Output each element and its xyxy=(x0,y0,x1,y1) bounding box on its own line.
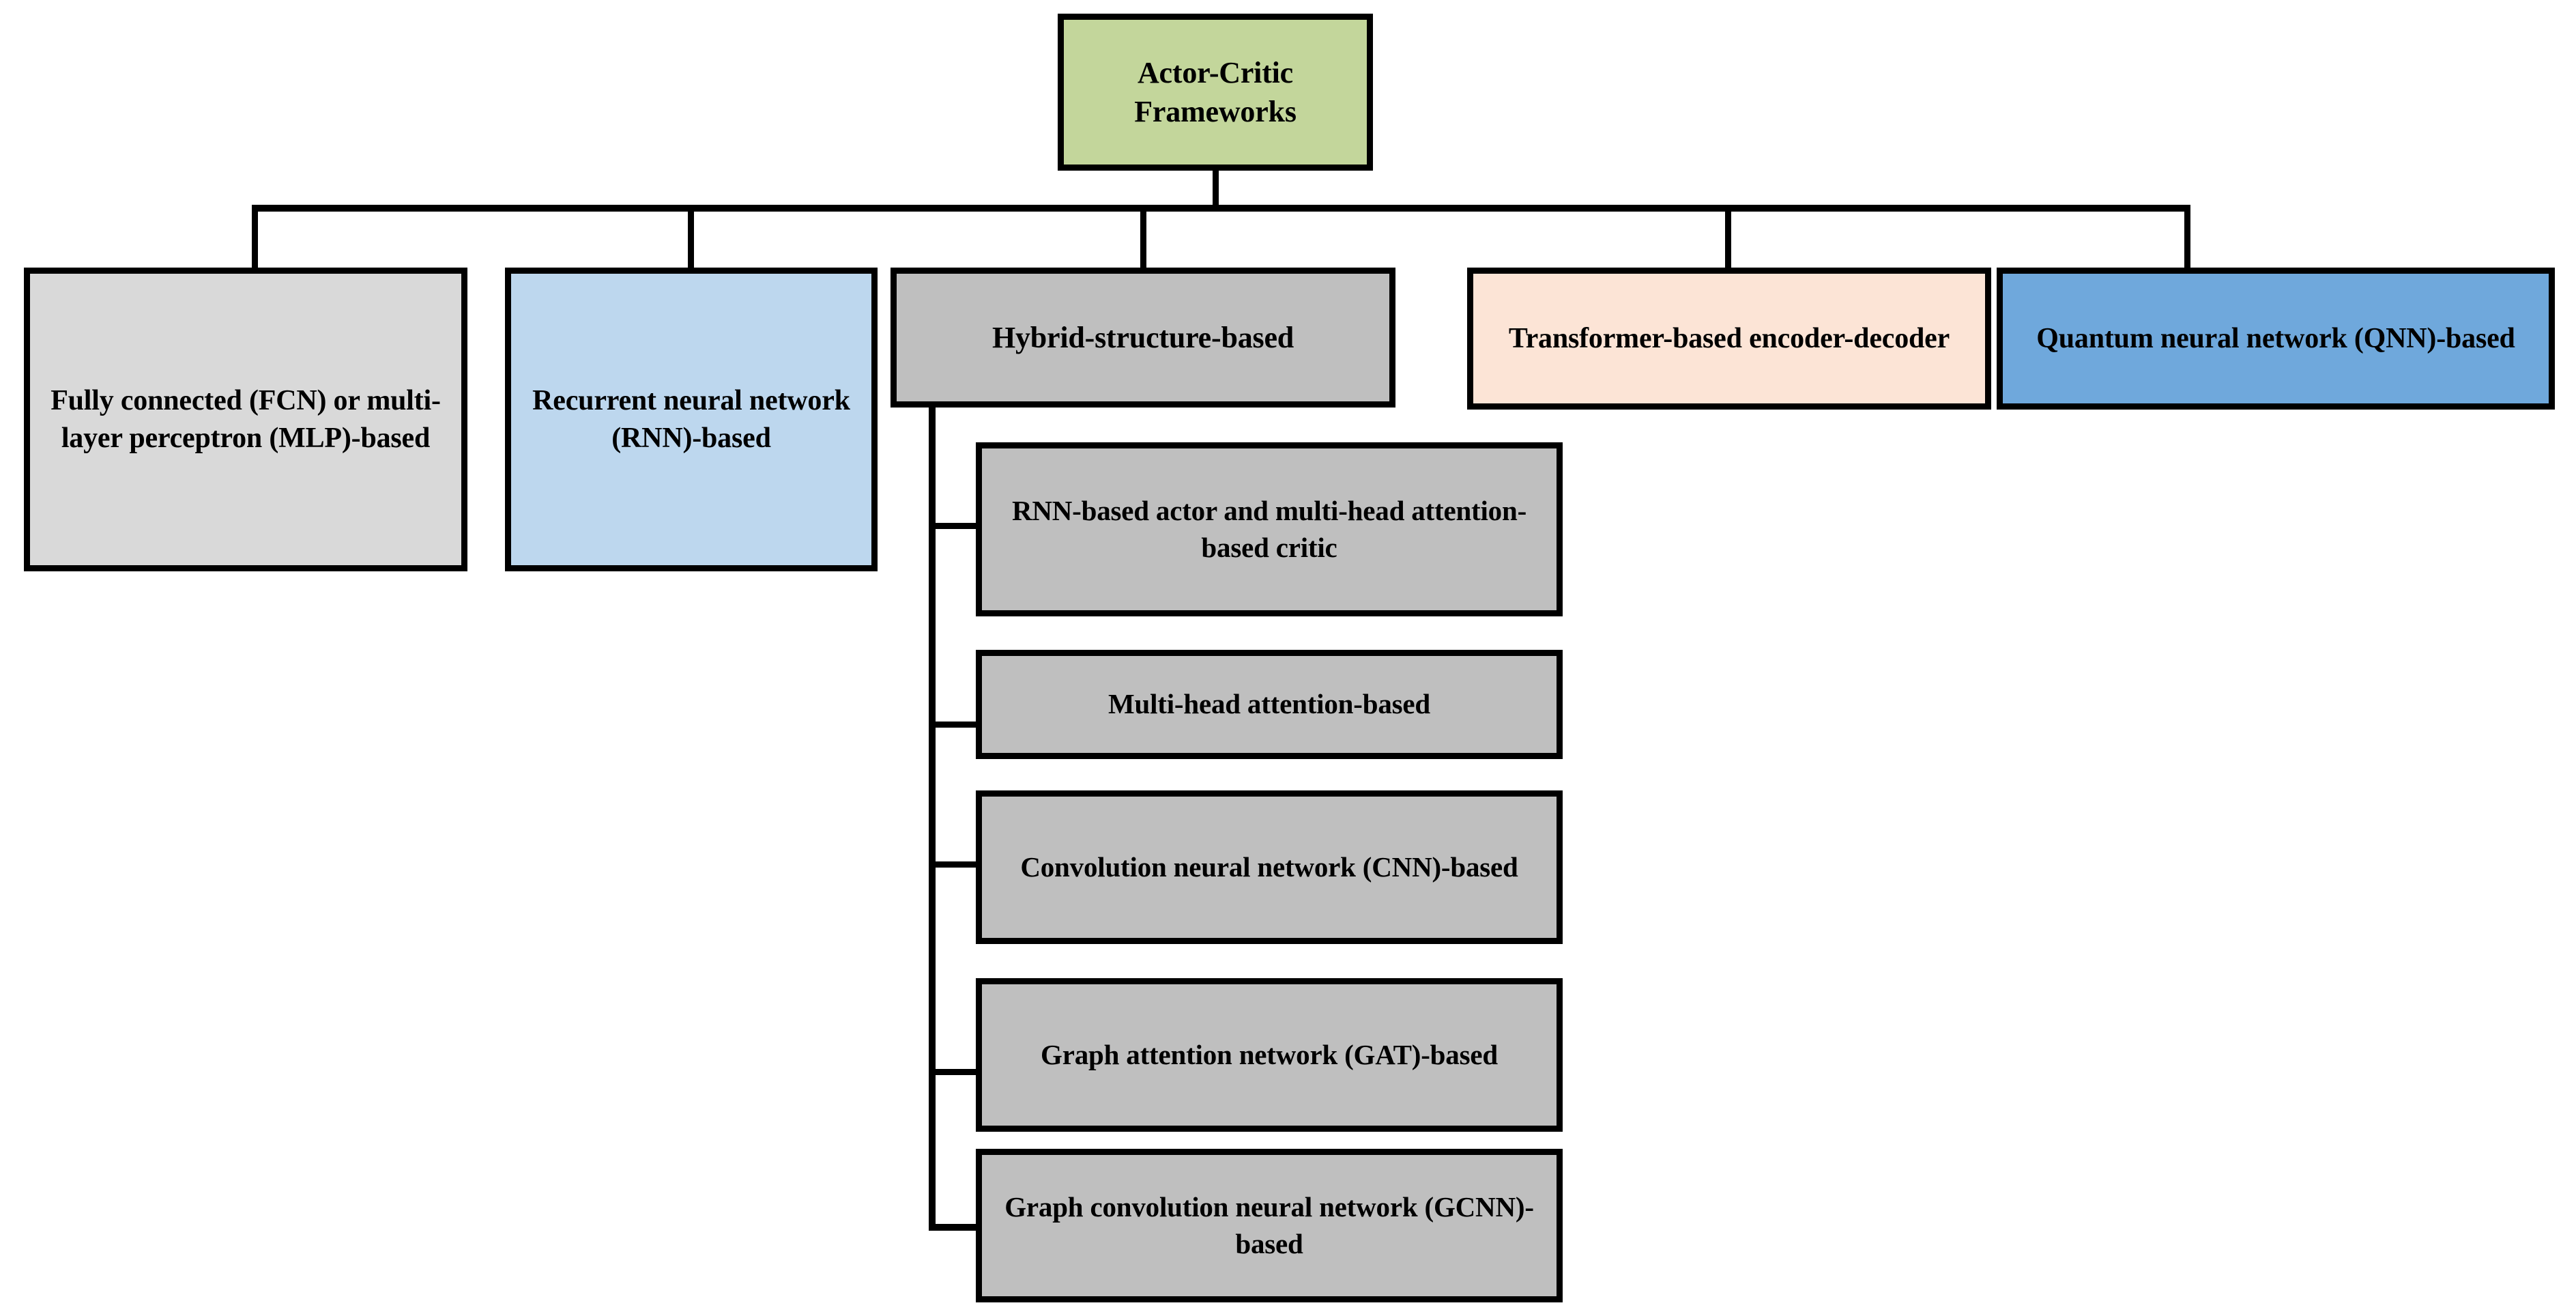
node-recurrent-neural-network-rnn-based[interactable]: Recurrent neural network (RNN)-based xyxy=(505,268,878,571)
connector-root-stem xyxy=(1213,171,1219,210)
node-actor-critic-frameworks[interactable]: Actor-Critic Frameworks xyxy=(1058,14,1373,171)
connector-hybrid-spine xyxy=(929,403,936,1230)
connector-drop-rnn xyxy=(688,205,694,270)
node-label-fcn: Fully connected (FCN) or multi-layer per… xyxy=(50,384,441,454)
node-label-qnn: Quantum neural network (QNN)-based xyxy=(2036,322,2515,354)
node-rnn-actor-multihead-attention-critic[interactable]: RNN-based actor and multi-head attention… xyxy=(976,442,1563,616)
connector-drop-fcn xyxy=(252,205,258,270)
node-label-transformer: Transformer-based encoder-decoder xyxy=(1508,322,1950,354)
node-label-child-2: Multi-head attention-based xyxy=(1108,688,1430,720)
connector-branch-child-4 xyxy=(929,1069,982,1075)
connector-drop-transformer xyxy=(1725,205,1731,270)
connector-level1-bus xyxy=(252,205,2190,212)
connector-branch-child-2 xyxy=(929,722,982,728)
node-multi-head-attention-based[interactable]: Multi-head attention-based xyxy=(976,650,1563,759)
node-label-rnn: Recurrent neural network (RNN)-based xyxy=(532,384,850,454)
node-graph-attention-network-gat-based[interactable]: Graph attention network (GAT)-based xyxy=(976,978,1563,1132)
connector-drop-qnn xyxy=(2184,205,2190,270)
connector-branch-child-5 xyxy=(929,1224,982,1231)
node-label-child-1: RNN-based actor and multi-head attention… xyxy=(1011,495,1527,563)
node-convolution-neural-network-cnn-based[interactable]: Convolution neural network (CNN)-based xyxy=(976,790,1563,944)
node-label-child-3: Convolution neural network (CNN)-based xyxy=(1020,851,1518,883)
node-transformer-based-encoder-decoder[interactable]: Transformer-based encoder-decoder xyxy=(1467,268,1991,410)
node-label-hybrid: Hybrid-structure-based xyxy=(992,320,1294,354)
connector-branch-child-3 xyxy=(929,861,982,868)
node-graph-convolution-neural-network-gcnn-based[interactable]: Graph convolution neural network (GCNN)-… xyxy=(976,1149,1563,1302)
node-quantum-neural-network-qnn-based[interactable]: Quantum neural network (QNN)-based xyxy=(1997,268,2555,410)
connector-branch-child-1 xyxy=(929,523,982,529)
node-fully-connected-fcn-mlp-based[interactable]: Fully connected (FCN) or multi-layer per… xyxy=(24,268,467,571)
node-label-child-4: Graph attention network (GAT)-based xyxy=(1041,1038,1498,1070)
node-label-root: Actor-Critic Frameworks xyxy=(1134,55,1297,128)
node-label-child-5: Graph convolution neural network (GCNN)-… xyxy=(1004,1191,1534,1259)
connector-drop-hybrid xyxy=(1140,205,1146,270)
node-hybrid-structure-based[interactable]: Hybrid-structure-based xyxy=(891,268,1395,408)
